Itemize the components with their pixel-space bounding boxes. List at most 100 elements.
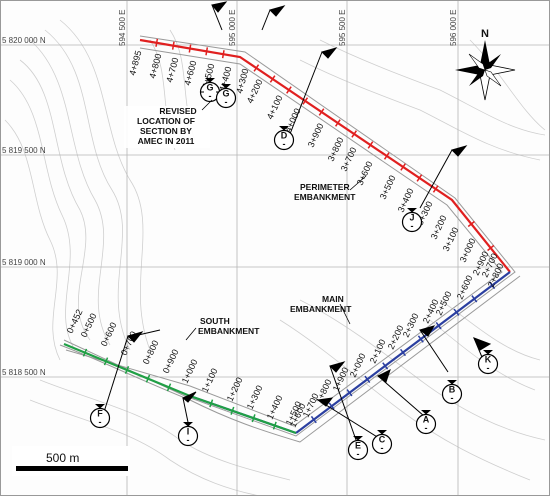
chainage-tick: [318, 108, 325, 116]
chainage-tick: [188, 44, 192, 53]
section-sub: -: [451, 393, 454, 403]
chainage-tick: [103, 357, 109, 366]
north-label: N: [481, 28, 489, 40]
section-letter: C: [379, 435, 386, 445]
section-sub: -: [225, 97, 228, 107]
chainage-tick: [145, 374, 151, 383]
section-letter: G: [222, 89, 229, 99]
chainage-tick: [124, 366, 130, 374]
section-sub: -: [487, 363, 490, 373]
main-embankment-label: MAIN EMBANKMENT: [290, 294, 352, 325]
section-letter: F: [97, 409, 103, 419]
section-callout-e[interactable]: E -: [347, 436, 369, 461]
section-sub: -: [99, 417, 102, 427]
chainage-tick: [251, 414, 256, 423]
section-letter: B: [449, 385, 456, 395]
section-letter: A: [423, 415, 430, 425]
perimeter-label-line: PERIMETER: [300, 182, 350, 192]
section-callout-c[interactable]: C -: [371, 430, 393, 455]
south-embankment-label: SOUTH EMBANKMENT: [185, 316, 260, 341]
section-callout-a[interactable]: A -: [415, 410, 437, 435]
south-label-line: SOUTH: [200, 316, 230, 326]
chainage-tick: [417, 335, 424, 343]
northing-label: 5 818 500 N: [2, 368, 46, 377]
section-callouts: G - G - D - J - K -: [89, 78, 499, 461]
section-letter: E: [355, 441, 361, 451]
chainage-tick: [400, 163, 406, 171]
section-sub: -: [411, 221, 414, 231]
section-letter: I: [187, 427, 190, 437]
scale-bar: 500 m: [12, 446, 130, 476]
section-sub: -: [425, 423, 428, 433]
chainage-tick: [382, 362, 389, 370]
chainage-tick: [334, 119, 341, 127]
chainage-tick: [346, 389, 353, 397]
section-callout-j[interactable]: J -: [401, 208, 423, 233]
perimeter-embankment-label: PERIMETER EMBANKMENT: [294, 175, 367, 202]
chainage-tick: [453, 308, 460, 316]
revised-note-line: SECTION BY: [140, 126, 192, 136]
chainage-tick: [82, 348, 88, 357]
chainage-tick: [489, 281, 496, 290]
scale-label: 500 m: [46, 451, 79, 465]
section-callout-i[interactable]: I -: [177, 422, 199, 447]
chainage-tick: [435, 322, 442, 330]
chainage-tick: [432, 185, 439, 193]
chainage-tick: [272, 421, 277, 430]
revised-note-line: AMEC IN 2011: [138, 136, 195, 146]
chainage-tick: [302, 97, 309, 105]
section-letter: D: [281, 131, 288, 141]
chainage-tick: [221, 50, 225, 59]
chainage-tick: [310, 415, 317, 424]
chainage-tick: [230, 406, 235, 415]
chainage-tick: [364, 375, 371, 383]
easting-label: 596 000 E: [449, 10, 458, 46]
chainage-tick: [487, 244, 495, 252]
section-sub: -: [209, 91, 212, 101]
easting-label: 595 000 E: [228, 10, 237, 46]
main-label-line: EMBANKMENT: [290, 304, 352, 314]
section-callout-g2[interactable]: G -: [215, 84, 237, 109]
chainage-tick: [351, 130, 358, 138]
section-callout-f[interactable]: F -: [89, 404, 111, 429]
grid-coordinate-labels: 5 820 000 N 5 819 500 N 5 819 000 N 5 81…: [2, 10, 458, 377]
section-sub: -: [187, 435, 190, 445]
revised-note-line: REVISED: [159, 106, 196, 116]
chainage-tick: [205, 47, 209, 56]
chainage-tick: [471, 295, 478, 303]
chainage-tick: [383, 152, 390, 160]
chainage-tick: [166, 383, 172, 392]
northing-label: 5 819 000 N: [2, 258, 46, 267]
section-callout-k[interactable]: K -: [477, 350, 499, 375]
chainage-tick: [253, 64, 260, 72]
north-arrow-icon: N: [455, 28, 516, 101]
chainage-tick: [155, 38, 159, 47]
revised-section-note: REVISED LOCATION OF SECTION BY AMEC IN 2…: [124, 99, 213, 148]
section-flags: [103, 1, 492, 441]
chainage-tick: [399, 348, 407, 357]
revised-note-line: LOCATION OF: [137, 116, 195, 126]
section-letter: J: [409, 213, 414, 223]
main-label-line: MAIN: [322, 294, 344, 304]
chainage-ticks: [82, 38, 496, 430]
chainage-tick: [286, 86, 292, 94]
south-label-line: EMBANKMENT: [198, 326, 260, 336]
chainage-tick: [416, 174, 423, 182]
section-sub: -: [357, 449, 360, 459]
chainage-tick: [171, 41, 175, 50]
chainage-tick: [328, 402, 335, 410]
section-letter: K: [485, 355, 492, 365]
chainage-tick: [269, 75, 276, 83]
section-callout-b[interactable]: B -: [441, 380, 463, 405]
northing-label: 5 819 500 N: [2, 146, 46, 155]
chainage-tick: [367, 141, 374, 149]
chainage-tick: [209, 399, 214, 408]
annotation-labels: REVISED LOCATION OF SECTION BY AMEC IN 2…: [124, 99, 367, 341]
northing-label: 5 820 000 N: [2, 36, 46, 45]
scale-bar-fill: [16, 466, 128, 471]
section-sub: -: [381, 443, 384, 453]
easting-label: 594 500 E: [118, 10, 127, 46]
section-callout-d[interactable]: D -: [273, 126, 295, 151]
chainage-tick: [467, 220, 475, 228]
